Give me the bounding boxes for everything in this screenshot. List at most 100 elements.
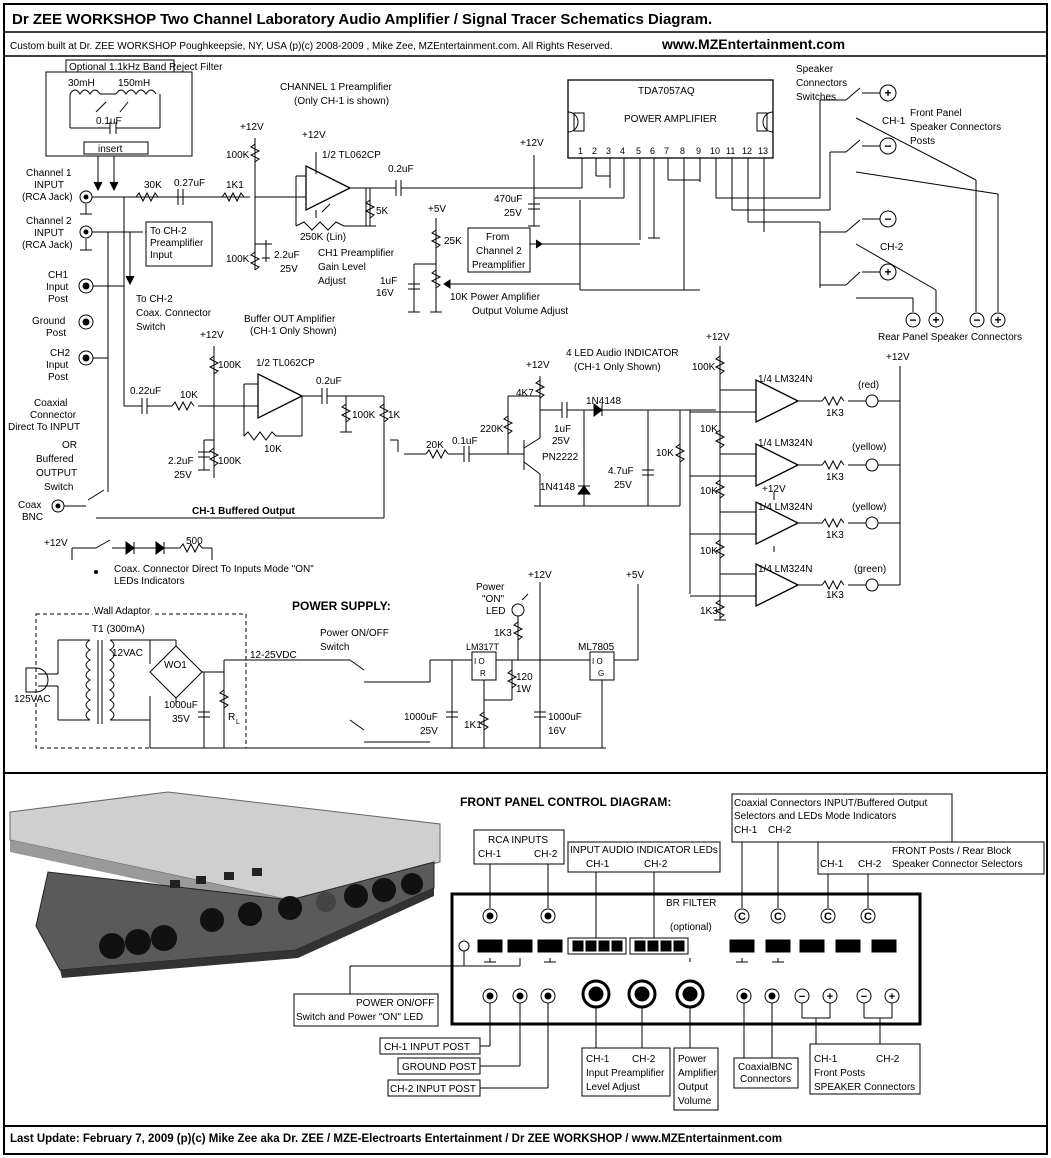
ic-power-amplifier: POWER AMPLIFIER: [624, 114, 717, 125]
r-1k1-psu: 1K1: [464, 720, 482, 731]
svg-text:5: 5: [636, 146, 641, 156]
v16-vol: 16V: [376, 288, 394, 299]
page-frame: [3, 3, 1048, 1155]
to-ch2-preamp-box: [145, 221, 213, 267]
filter-l1: 30mH: [68, 78, 95, 89]
panel-power-switch-1: POWER ON/OFF: [356, 998, 434, 1009]
coax-note-7: Switch: [44, 482, 73, 493]
r-500: 500: [186, 536, 203, 547]
panel-br-filter-2: (optional): [670, 922, 712, 933]
footer-text: Last Update: February 7, 2009 (p)(c) Mik…: [10, 1133, 782, 1145]
r-30k: 30K: [144, 180, 162, 191]
pot-250k: 250K (Lin): [300, 232, 346, 243]
preamp-title-1: CHANNEL 1 Preamplifier: [280, 82, 393, 93]
v25-buffer: 25V: [174, 470, 192, 481]
panel-power-volume-2: Amplifier: [678, 1068, 718, 1079]
v35-label: 35V: [172, 714, 190, 725]
led-color-yellow-2: (yellow): [852, 502, 886, 513]
pot-10k-2: Output Volume Adjust: [472, 306, 568, 317]
ch1-input-label-2: INPUT: [34, 180, 64, 191]
panel-preamp-ch1: CH-1: [586, 1054, 610, 1065]
v1225vdc-label: 12-25VDC: [250, 650, 297, 661]
c-22uf-preamp: 2.2uF: [274, 250, 300, 261]
r-1k3-psu: 1K3: [494, 628, 512, 639]
r-10k-led: 10K: [656, 448, 674, 459]
ml7805-label: ML7805: [578, 642, 615, 653]
coax-note-4: OR: [62, 440, 77, 451]
ch2-post-2: Input: [46, 360, 68, 371]
v12-led: +12V: [526, 360, 550, 371]
led-color-green: (green): [854, 564, 886, 575]
panel-power-switch-2: Switch and Power "ON" LED: [296, 1012, 423, 1023]
panel-power-volume-1: Power: [678, 1054, 707, 1065]
r-1k3-led-2: 1K3: [826, 472, 844, 483]
c-47uf: 4.7uF: [608, 466, 634, 477]
website-link[interactable]: www.MZEntertainment.com: [661, 36, 845, 52]
r-1k3-led-1: 1K3: [826, 408, 844, 419]
v16-psu: 16V: [548, 726, 566, 737]
volume-control: [408, 218, 580, 313]
to-ch2-preamp-3: Input: [150, 250, 172, 261]
c-022uf: 0.22uF: [130, 386, 161, 397]
gain-adjust-3: Adjust: [318, 276, 346, 287]
c-1000uf-16v: 1000uF: [548, 712, 582, 723]
svg-text:−: −: [861, 991, 867, 1003]
v12-lm324: +12V: [706, 332, 730, 343]
c-1uf-vol: 1uF: [380, 276, 397, 287]
lm324-4: 1/4 LM324N: [758, 564, 812, 575]
r-20k: 20K: [426, 440, 444, 451]
to-ch2-preamp-1: To CH-2: [150, 226, 187, 237]
r-1k3-led-3: 1K3: [826, 530, 844, 541]
power-led-1: Power: [476, 582, 505, 593]
ch2-input-label-1: Channel 2: [26, 216, 72, 227]
band-reject-filter: [45, 59, 193, 192]
front-panel-title: FRONT PANEL CONTROL DIAGRAM:: [460, 795, 671, 809]
c-02uf-preamp: 0.2uF: [388, 164, 414, 175]
v25-amp: 25V: [504, 208, 522, 219]
input-jacks: [51, 190, 250, 513]
wall-adaptor-label: Wall Adaptor: [94, 606, 151, 617]
panel-speaker-ch2: CH-2: [876, 1054, 900, 1065]
filter-l2: 150mH: [118, 78, 150, 89]
v12-amp: +12V: [520, 138, 544, 149]
v25-psu: 25V: [420, 726, 438, 737]
speaker-switches-2: Connectors: [796, 78, 847, 89]
preamp-title-2: (Only CH-1 is shown): [294, 96, 389, 107]
gain-adjust-1: CH1 Preamplifier: [318, 248, 395, 259]
to-ch2-coax-1: To CH-2: [136, 294, 173, 305]
power-led-3: LED: [486, 606, 505, 617]
ic-tda7057aq: TDA7057AQ: [638, 86, 695, 97]
panel-front-posts-2: Speaker Connector Selectors: [892, 859, 1023, 870]
c-1000uf-35v: 1000uF: [164, 700, 198, 711]
svg-text:8: 8: [680, 146, 685, 156]
svg-text:−: −: [909, 313, 916, 327]
v12-preamp: +12V: [240, 122, 264, 133]
led-color-yellow-1: (yellow): [852, 442, 886, 453]
panel-leds-ch1: CH-1: [586, 859, 610, 870]
spk-ch2: CH-2: [880, 242, 904, 253]
panel-leds-ch2: CH-2: [644, 859, 668, 870]
buffer-title-1: Buffer OUT Amplifier: [244, 314, 336, 325]
panel-speaker-ch1: CH-1: [814, 1054, 838, 1065]
r-100k-top: 100K: [226, 150, 250, 161]
svg-text:4: 4: [620, 146, 625, 156]
svg-text:C: C: [738, 911, 746, 923]
svg-text:+: +: [932, 313, 939, 327]
to-ch2-coax-2: Coax. Connector: [136, 308, 212, 319]
v12ac-label: 12VAC: [112, 648, 143, 659]
speaker-switches-1: Speaker: [796, 64, 834, 75]
svg-text:13: 13: [758, 146, 768, 156]
lm317-r: R: [480, 669, 486, 678]
coax-leds-2: LEDs Indicators: [114, 576, 185, 587]
v25-led: 25V: [552, 436, 570, 447]
v5-vol: +5V: [428, 204, 446, 215]
filter-insert: insert: [98, 144, 123, 155]
svg-text:−: −: [884, 139, 891, 153]
ch2-input-label-2: INPUT: [34, 228, 64, 239]
svg-text:+: +: [827, 991, 833, 1003]
spk-ch1: CH-1: [882, 116, 906, 127]
svg-text:6: 6: [650, 146, 655, 156]
buffer-amplifier: [96, 346, 399, 519]
